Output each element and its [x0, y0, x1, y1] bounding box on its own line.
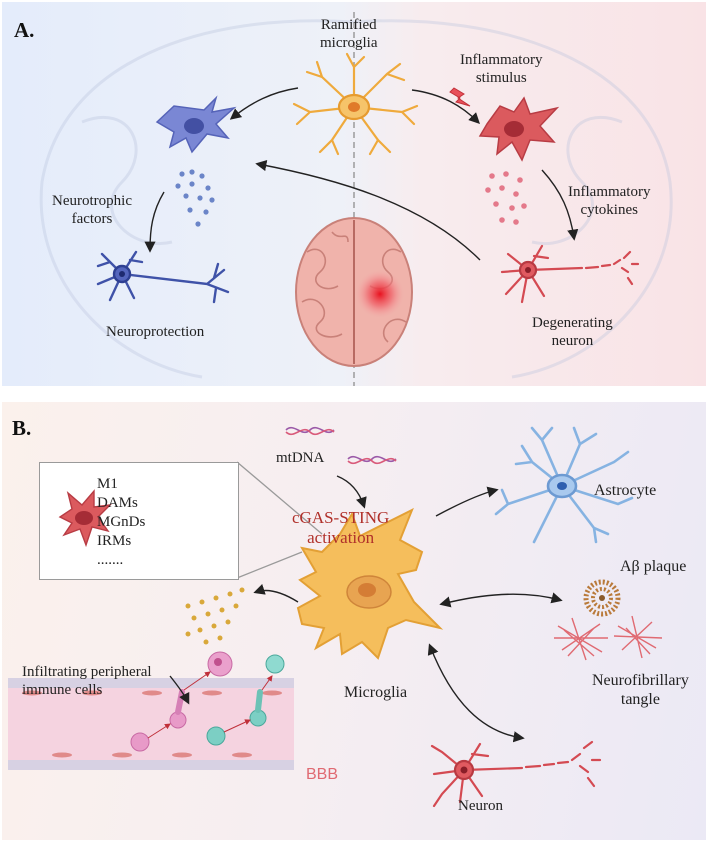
panel-b-illustration	[8, 426, 663, 808]
degenerating-neuron	[500, 244, 640, 304]
inflammatory-microglia-cell	[478, 96, 560, 162]
immune-cells	[130, 651, 285, 752]
degenerating-line1: Degenerating	[532, 315, 613, 331]
inflammatory-cytokines-line1: Inflammatory	[568, 184, 651, 200]
panel-a-arrows	[144, 87, 579, 261]
phenotype-item: .......	[97, 552, 124, 568]
mtdna-strands	[285, 426, 397, 465]
neuroprotection-label: Neuroprotection	[106, 324, 205, 340]
neurotrophic-line1: Neurotrophic	[52, 193, 132, 209]
neurotrophic-line2: factors	[71, 210, 113, 227]
panel-a-illustration	[39, 12, 673, 386]
tangle-line2: tangle	[620, 690, 660, 708]
panel-b-arrows	[169, 475, 563, 743]
lightning-icon	[449, 87, 471, 107]
abeta-plaque	[583, 579, 621, 617]
neurotrophic-particles	[175, 169, 215, 227]
central-brain-image	[295, 217, 413, 367]
phenotype-microglia-icon	[58, 489, 112, 548]
tangle-label: Neurofibrillary tangle	[592, 672, 689, 710]
ramified-microglia-cell	[292, 52, 419, 156]
ramified-label: Ramified microglia	[320, 17, 377, 52]
neurotrophic-label: Neurotrophic factors	[52, 193, 132, 228]
tangle-line1: Neurofibrillary	[592, 672, 689, 689]
microglia-label: Microglia	[344, 684, 408, 701]
neuron-cell	[430, 740, 602, 808]
inflammatory-stimulus-line1: Inflammatory	[460, 52, 543, 68]
neuron-label: Neuron	[458, 798, 503, 814]
phenotype-item: M1	[97, 476, 118, 492]
cgas-line1: cGAS-STING	[292, 508, 390, 527]
inflammatory-cytokines-label: Inflammatory cytokines	[568, 184, 650, 219]
infiltrating-label: Infiltrating peripheral immune cells	[22, 664, 152, 699]
panel-b: B. M1 DAMs MGnDs IRMs ....... mtDNA cGAS…	[2, 402, 706, 840]
bbb-label: BBB	[306, 766, 339, 783]
phenotype-item: IRMs	[97, 533, 132, 549]
cytokine-particles	[485, 171, 527, 225]
neuroprotective-microglia-cell	[155, 95, 237, 154]
degenerating-label: Degenerating neuron	[532, 315, 613, 350]
activated-microglia-cell	[296, 507, 444, 660]
released-particles	[185, 587, 245, 645]
phenotype-item: MGnDs	[97, 514, 146, 530]
astrocyte-label: Astrocyte	[594, 482, 657, 499]
mtdna-label: mtDNA	[276, 450, 325, 466]
zoom-connector	[236, 461, 323, 579]
inflammatory-stimulus-label: Inflammatory stimulus	[460, 52, 542, 87]
inflammatory-cytokines-line2: cytokines	[580, 201, 638, 218]
ramified-label-line1: Ramified	[320, 17, 377, 33]
cgas-sting-label: cGAS-STING activation	[292, 508, 389, 548]
neurofibrillary-tangle	[554, 615, 663, 661]
infiltrating-line2: immune cells	[22, 681, 103, 698]
phenotype-box	[39, 462, 239, 580]
immune-arrows	[147, 671, 273, 739]
panel-b-label: B.	[12, 416, 32, 440]
infiltrating-line1: Infiltrating peripheral	[22, 664, 152, 680]
panel-a-label: A.	[14, 18, 35, 42]
ramified-label-line2: microglia	[320, 34, 378, 51]
phenotype-item: DAMs	[97, 495, 138, 511]
astrocyte-cell	[494, 426, 634, 544]
inflammatory-stimulus-line2: stimulus	[475, 69, 527, 86]
cgas-line2: activation	[307, 528, 375, 548]
phenotype-list: M1 DAMs MGnDs IRMs .......	[97, 475, 145, 570]
abeta-label: Aβ plaque	[620, 558, 687, 575]
panel-a: A. Ramified microglia Inflammatory stimu…	[2, 2, 706, 386]
protected-neuron	[96, 250, 230, 304]
degenerating-line2: neuron	[551, 332, 594, 349]
